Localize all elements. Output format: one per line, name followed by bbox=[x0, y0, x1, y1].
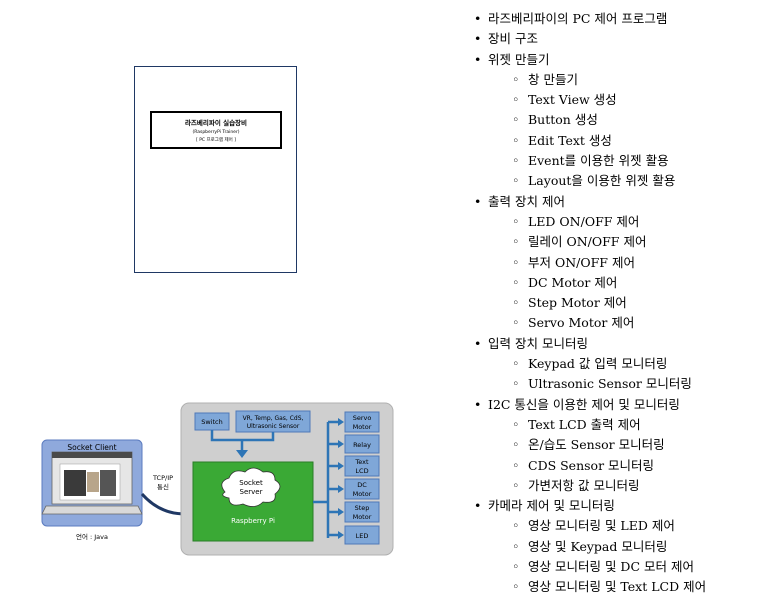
output-label-3b: LCD bbox=[355, 467, 368, 475]
link-label-1: TCP/IP bbox=[152, 474, 173, 482]
output-led bbox=[344, 525, 380, 545]
list-item: 영상 및 Keypad 모니터링 bbox=[472, 537, 772, 558]
output-label-3a: Text bbox=[354, 458, 369, 466]
list-item: Event를 이용한 위젯 활용 bbox=[472, 151, 772, 172]
list-item: 카메라 제어 및 모니터링 bbox=[472, 496, 772, 517]
list-item: Keypad 값 입력 모니터링 bbox=[472, 354, 772, 375]
cover-title: 라즈베리파이 실습장비 bbox=[184, 119, 248, 127]
list-item: Button 생성 bbox=[472, 110, 772, 131]
output-arrows bbox=[328, 418, 344, 539]
laptop-icon bbox=[41, 439, 143, 527]
list-item: Layout을 이용한 위젯 활용 bbox=[472, 171, 772, 192]
list-item: Servo Motor 제어 bbox=[472, 313, 772, 334]
list-item: 출력 장치 제어 bbox=[472, 192, 772, 213]
list-item: LED ON/OFF 제어 bbox=[472, 212, 772, 233]
switch-label: Switch bbox=[201, 418, 223, 426]
client-title: Socket Client bbox=[67, 443, 116, 452]
list-item: 위젯 만들기 bbox=[472, 50, 772, 71]
book-cover: 라즈베리파이 실습장비 (RaspberryPi Trainer) [ PC 프… bbox=[134, 66, 297, 273]
list-item: 입력 장치 모니터링 bbox=[472, 334, 772, 355]
cover-subtitle: (RaspberryPi Trainer) bbox=[192, 130, 240, 135]
cover-subtitle-2: [ PC 프로그램 제어 ] bbox=[196, 138, 236, 143]
output-label-4b: Motor bbox=[353, 490, 372, 498]
output-relay bbox=[344, 434, 380, 454]
list-item: Edit Text 생성 bbox=[472, 131, 772, 152]
output-label-5a: Step bbox=[355, 504, 370, 512]
list-item: 릴레이 ON/OFF 제어 bbox=[472, 232, 772, 253]
output-label-5b: Motor bbox=[353, 513, 372, 521]
list-item: 라즈베리파이의 PC 제어 프로그램 bbox=[472, 9, 772, 30]
output-servo-motor bbox=[344, 411, 380, 433]
input-arrow-head bbox=[236, 450, 248, 458]
list-item: 영상 모니터링 및 DC 모터 제어 bbox=[472, 557, 772, 578]
output-label-2: Relay bbox=[353, 441, 371, 449]
sensors-label-2: Ultrasonic Sensor bbox=[247, 423, 300, 430]
list-item: Ultrasonic Sensor 모니터링 bbox=[472, 374, 772, 395]
sensors-label-1: VR, Temp, Gas, CdS, bbox=[243, 415, 304, 422]
link-label-2: 통신 bbox=[157, 482, 169, 491]
output-label-6: LED bbox=[356, 532, 369, 540]
list-item: 영상 모니터링 및 LED 제어 bbox=[472, 516, 772, 537]
contents-outline: 라즈베리파이의 PC 제어 프로그램 장비 구조 위젯 만들기 창 만들기 Te… bbox=[472, 9, 772, 598]
list-item: Text LCD 출력 제어 bbox=[472, 415, 772, 436]
output-text-lcd bbox=[344, 455, 380, 477]
list-item: 온/습도 Sensor 모니터링 bbox=[472, 435, 772, 456]
output-dc-motor bbox=[344, 478, 380, 500]
output-step-motor bbox=[344, 501, 380, 523]
output-label-1b: Motor bbox=[353, 423, 372, 431]
list-item: 장비 구조 bbox=[472, 29, 772, 50]
diagram-svg: Socket Client 언어 : Java TCP/IP 통신 Switch… bbox=[41, 402, 394, 556]
language-label: 언어 : Java bbox=[76, 532, 108, 541]
list-item: Text View 생성 bbox=[472, 90, 772, 111]
cover-title-box: 라즈베리파이 실습장비 (RaspberryPi Trainer) [ PC 프… bbox=[150, 111, 282, 149]
socket-server-cloud bbox=[221, 467, 281, 507]
board-label: Raspberry Pi bbox=[231, 517, 275, 525]
cloud-label-1: Socket bbox=[239, 479, 263, 487]
list-item: 가변저항 값 모니터링 bbox=[472, 476, 772, 497]
list-item: 부저 ON/OFF 제어 bbox=[472, 253, 772, 274]
list-item: 영상 모니터링 및 Text LCD 제어 bbox=[472, 577, 772, 598]
cloud-label-2: Server bbox=[240, 488, 263, 496]
output-label-4a: DC bbox=[357, 481, 367, 489]
system-diagram: Socket Client 언어 : Java TCP/IP 통신 Switch… bbox=[40, 402, 395, 557]
list-item: Step Motor 제어 bbox=[472, 293, 772, 314]
list-item: 창 만들기 bbox=[472, 70, 772, 91]
list-item: I2C 통신을 이용한 제어 및 모니터링 bbox=[472, 395, 772, 416]
output-label-1a: Servo bbox=[353, 414, 372, 422]
list-item: CDS Sensor 모니터링 bbox=[472, 456, 772, 477]
list-item: DC Motor 제어 bbox=[472, 273, 772, 294]
